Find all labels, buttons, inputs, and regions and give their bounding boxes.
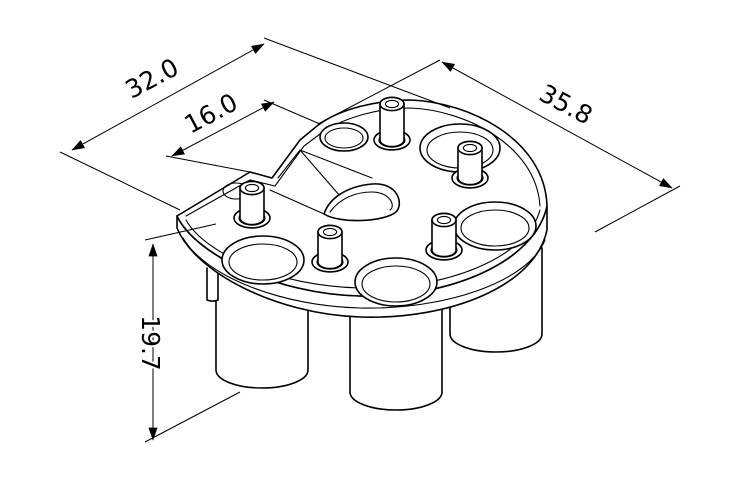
pin-left [233,180,271,229]
pin-front [311,224,349,273]
hole-front-left [221,235,305,285]
pin-right-back [451,140,489,189]
hole-back-left [319,122,369,152]
pin-back-center [373,96,411,151]
plate-slot [269,149,401,222]
hole-right [453,201,537,251]
leg-front-center [349,297,443,411]
dimension-label-19-7: 19.7 [136,315,165,371]
pin-right-front [425,212,463,261]
dimension-label-35-8: 35.8 [535,79,598,131]
dimension-label-32: 32.0 [121,53,184,105]
dimension-label-16: 16.0 [180,88,243,140]
hole-front-center [354,257,438,307]
dimension-lines [59,37,681,443]
leg-small-left [206,267,219,302]
